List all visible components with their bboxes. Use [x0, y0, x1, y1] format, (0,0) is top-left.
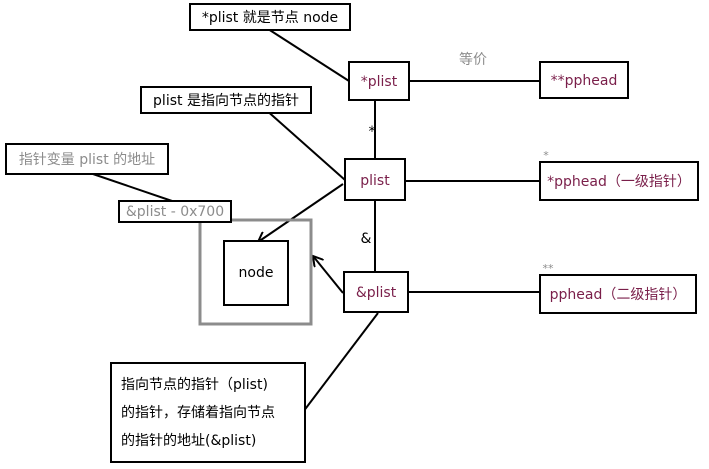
node-box-star-star-pphead: **pphead: [539, 61, 629, 99]
line-callout3-to-plist-address: [89, 172, 176, 203]
node-box-pphead: pphead（二级指针）: [539, 274, 697, 314]
node-box-plist: plist: [344, 158, 406, 201]
callout-plist-var-address: 指针变量 plist 的地址: [5, 143, 169, 175]
callout-pointer-to-pointer-line-3: 的指针的地址(&plist): [121, 433, 256, 449]
callout-plist-points-to-node-text: plist 是指向节点的指针: [153, 93, 299, 109]
deref-mark: *: [369, 124, 376, 140]
star-plist-label: *plist: [361, 74, 398, 90]
callout-plist-is-node-text: *plist 就是节点 node: [202, 10, 338, 26]
connector-lines: [89, 26, 540, 413]
plist-memory-frame: [198, 218, 313, 326]
star-over-pphead: *: [543, 149, 549, 162]
callout-plist-address-value-text: &plist - 0x700: [126, 204, 224, 220]
callout-plist-points-to-node: plist 是指向节点的指针: [140, 86, 312, 114]
amp-plist-label: &plist: [356, 285, 397, 301]
callout-pointer-to-pointer-line-2: 的指针，存储着指向节点: [121, 405, 275, 421]
star-pphead-label: *pphead（一级指针）: [547, 174, 691, 190]
pphead-label: pphead（二级指针）: [550, 287, 687, 303]
callout-pointer-to-pointer-line-1: 指向节点的指针（plist): [121, 377, 268, 393]
line-callout1-to-star-plist: [264, 26, 350, 82]
star-star-pphead-label: **pphead: [551, 73, 618, 89]
callout-plist-var-address-text: 指针变量 plist 的地址: [19, 152, 155, 168]
plist-label: plist: [360, 173, 390, 189]
node-box-star-pphead: *pphead（一级指针）: [539, 161, 699, 201]
star-star-over-pphead: **: [543, 262, 555, 275]
line-callout4-to-amp-plist: [302, 312, 379, 413]
node-box-star-plist: *plist: [348, 61, 410, 101]
node-box-amp-plist: &plist: [343, 271, 409, 313]
addr-mark: &: [361, 231, 372, 247]
callout-plist-is-node: *plist 就是节点 node: [189, 3, 351, 31]
line-callout2-to-plist: [264, 108, 346, 181]
node-label: node: [239, 265, 274, 281]
callout-pointer-to-pointer: 指向节点的指针（plist) 的指针，存储着指向节点 的指针的地址(&plist…: [110, 362, 306, 463]
arrow-plist-to-node: [258, 183, 344, 242]
callout-plist-address-value: &plist - 0x700: [118, 200, 232, 223]
node-box-node: node: [223, 240, 289, 306]
equivalent-label: 等价: [459, 51, 487, 68]
arrow-amp-plist-to-node: [313, 256, 344, 294]
